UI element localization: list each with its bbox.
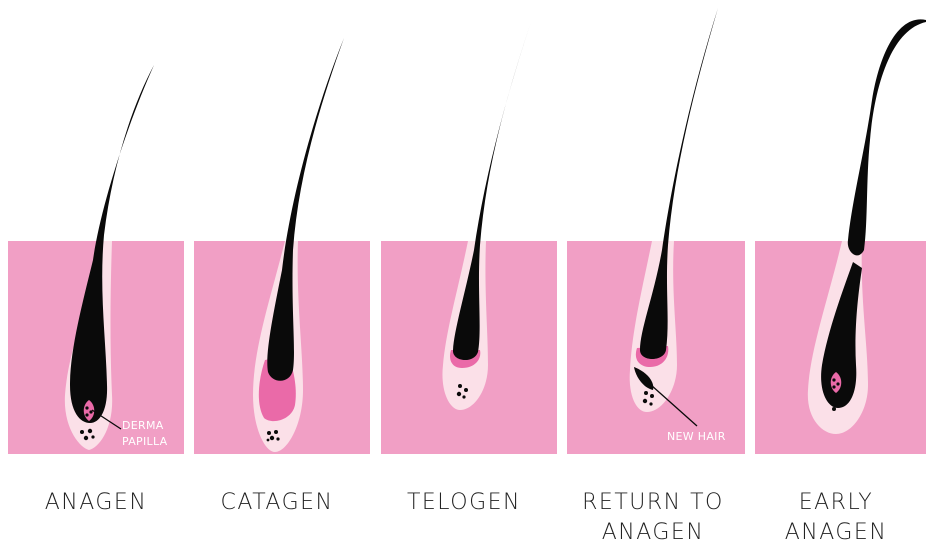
panel-early-anagen — [755, 19, 926, 454]
derma-papilla-label-line2: PAPILLA — [122, 435, 168, 448]
stage-label-early-anagen: EARLY ANAGEN — [746, 488, 926, 548]
stage-label-catagen: CATAGEN — [187, 488, 367, 518]
panel-catagen — [194, 38, 370, 454]
panel-anagen: DERMA PAPILLA — [8, 65, 184, 454]
old-hair-shaft — [848, 19, 926, 255]
stage-label-telogen: TELOGEN — [374, 488, 554, 518]
stage-label-anagen: ANAGEN — [6, 488, 186, 518]
derma-papilla-label-line1: DERMA — [122, 419, 164, 432]
new-hair-label: NEW HAIR — [667, 430, 726, 443]
stage-label-return-to-anagen: RETURN TO ANAGEN — [563, 488, 743, 548]
panel-return-to-anagen: NEW HAIR — [567, 8, 745, 454]
panel-telogen — [381, 22, 557, 454]
